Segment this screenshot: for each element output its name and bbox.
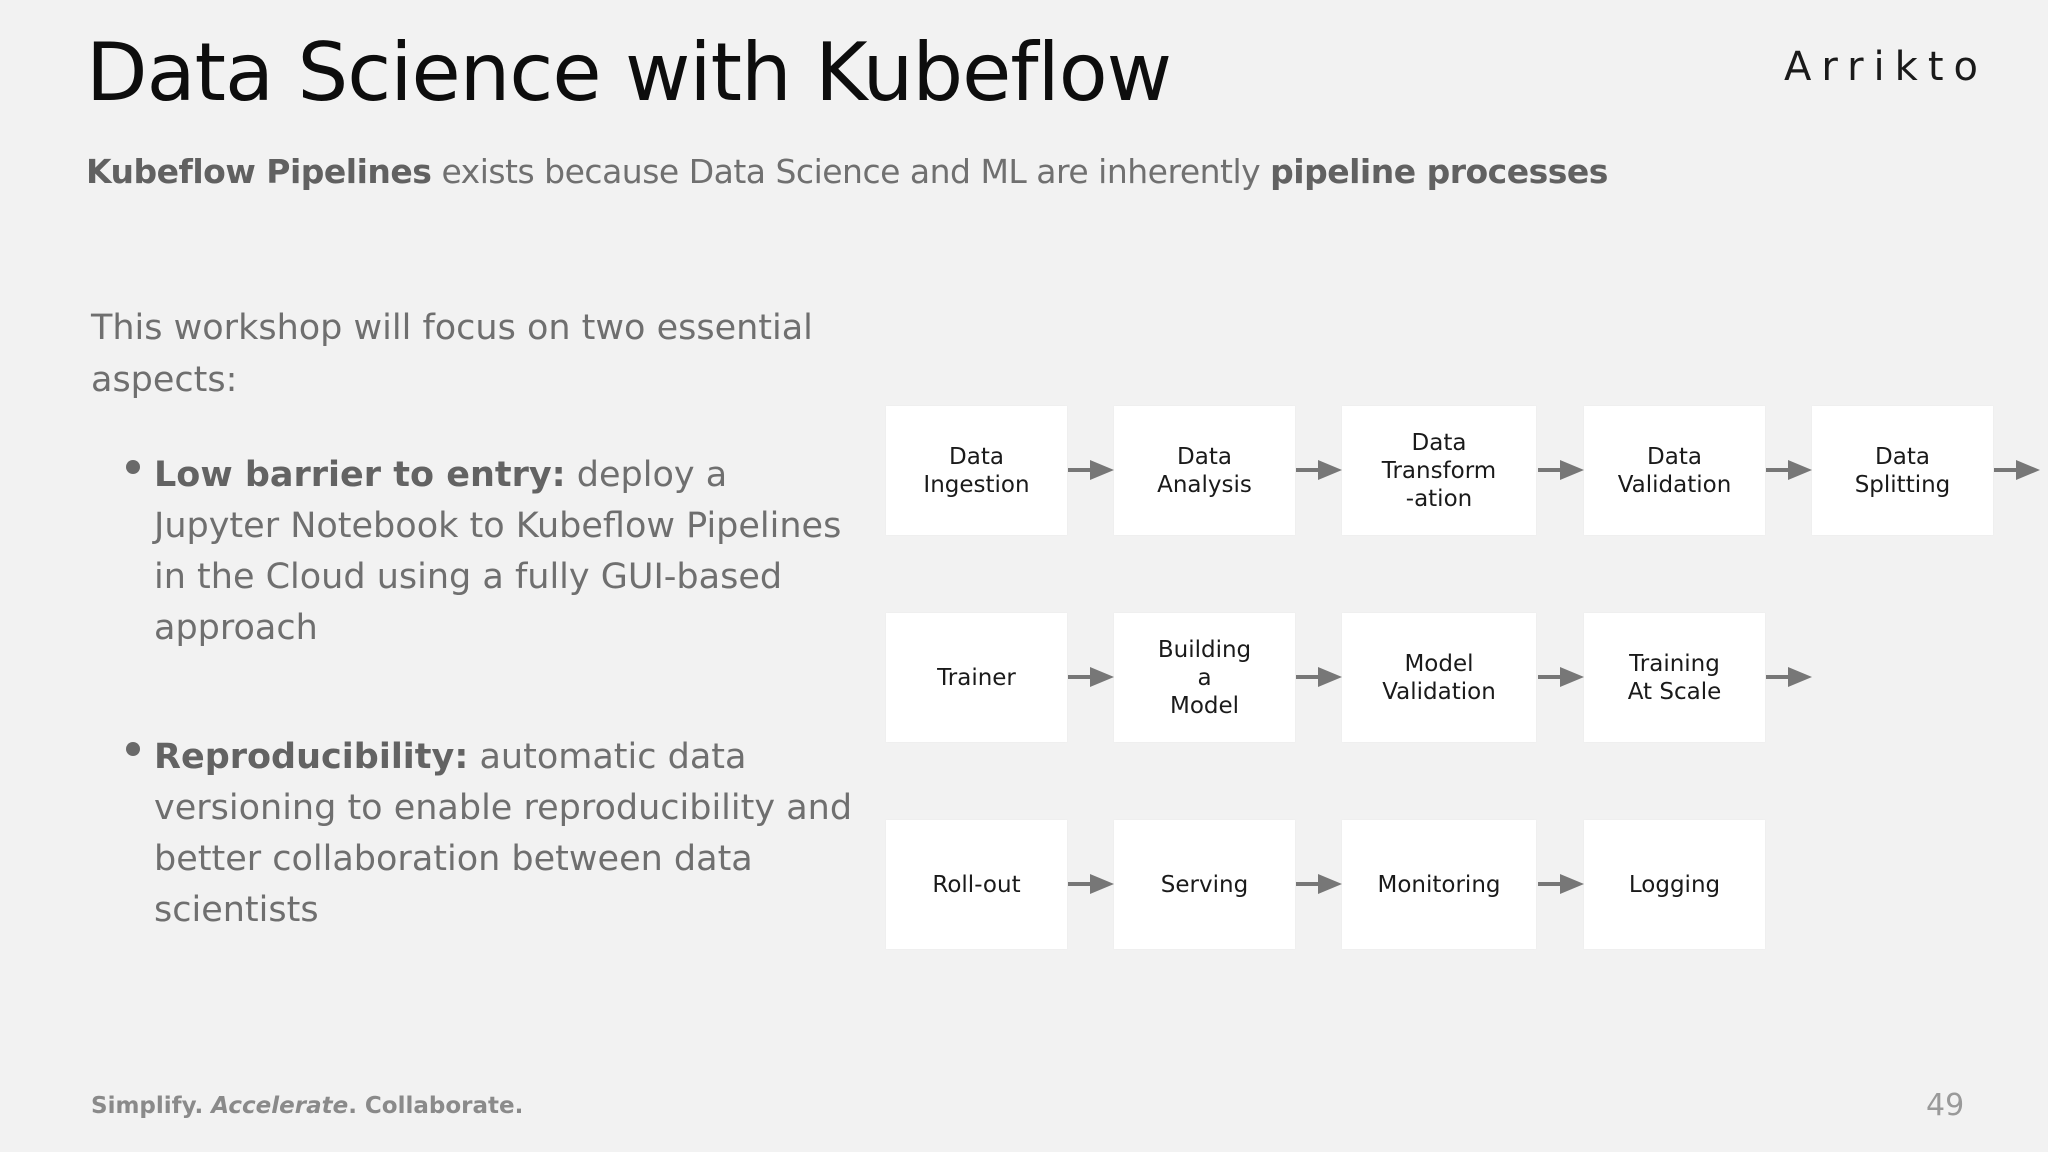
subtitle-text: exists because Data Science and ML are i… (431, 152, 1271, 191)
bullet-1-text: deploy a Jupyter Notebook to Kubeflow Pi… (154, 455, 842, 648)
step-trainer: Trainer (886, 613, 1067, 742)
subtitle-bold-2: pipeline processes (1270, 152, 1608, 191)
step-label: Data Transform -ation (1381, 429, 1497, 512)
step-label: Monitoring (1377, 871, 1501, 898)
step-data-splitting: Data Splitting (1812, 406, 1993, 535)
arrikto-logo: Arrikto (1784, 44, 1988, 90)
bullet-dot-1 (126, 460, 140, 474)
footer-accelerate: Accelerate (211, 1093, 349, 1119)
bullet-reproducibility: Reproducibility: automatic data versioni… (154, 732, 854, 936)
step-label: Trainer (937, 664, 1016, 691)
bullet-dot-2 (126, 742, 140, 756)
step-serving: Serving (1114, 820, 1295, 949)
page-title: Data Science with Kubeflow (86, 26, 1172, 119)
step-data-ingestion: Data Ingestion (886, 406, 1067, 535)
step-logging: Logging (1584, 820, 1765, 949)
footer-collaborate: . Collaborate. (348, 1093, 524, 1119)
step-training-at-scale: Training At Scale (1584, 613, 1765, 742)
step-building-a-model: Building a Model (1114, 613, 1295, 742)
bullet-2-lead: Reproducibility: (154, 737, 469, 777)
step-label: Data Ingestion (923, 443, 1030, 498)
bullet-2-text: automatic data versioning to enable repr… (154, 737, 853, 930)
step-label: Roll-out (932, 871, 1021, 898)
step-data-validation: Data Validation (1584, 406, 1765, 535)
intro-text: This workshop will focus on two essentia… (91, 308, 813, 400)
footer-tagline: Simplify. Accelerate. Collaborate. (91, 1093, 523, 1119)
step-data-analysis: Data Analysis (1114, 406, 1295, 535)
page-number: 49 (1926, 1088, 1965, 1123)
step-label: Data Validation (1617, 443, 1732, 498)
bullet-1-lead: Low barrier to entry: (154, 455, 566, 495)
footer-simplify: Simplify. (91, 1093, 212, 1119)
step-label: Logging (1628, 871, 1721, 898)
subtitle: Kubeflow Pipelines exists because Data S… (86, 152, 1608, 191)
subtitle-bold-1: Kubeflow Pipelines (86, 152, 432, 191)
step-label: Training At Scale (1627, 650, 1722, 705)
step-label: Data Splitting (1854, 443, 1951, 498)
step-data-transformation: Data Transform -ation (1342, 406, 1536, 535)
step-model-validation: Model Validation (1342, 613, 1536, 742)
step-label: Building a Model (1157, 636, 1252, 719)
step-roll-out: Roll-out (886, 820, 1067, 949)
step-label: Data Analysis (1157, 443, 1252, 498)
step-label: Model Validation (1382, 650, 1496, 705)
step-monitoring: Monitoring (1342, 820, 1536, 949)
step-label: Serving (1160, 871, 1249, 898)
bullet-low-barrier: Low barrier to entry: deploy a Jupyter N… (154, 450, 854, 654)
